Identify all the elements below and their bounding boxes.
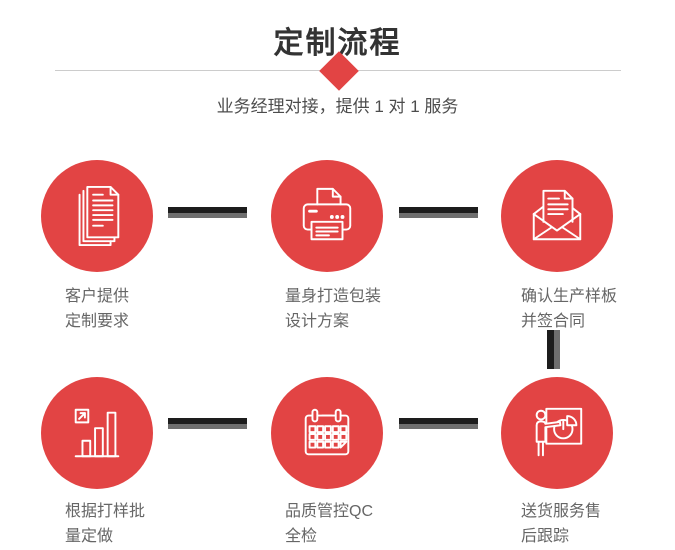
stacked-documents-icon <box>78 185 120 247</box>
step-circle-customer-requirements <box>41 160 153 272</box>
step-label-line: 并签合同 <box>521 313 586 330</box>
connector-bar <box>168 418 247 429</box>
step-circle-delivery-aftersale <box>501 377 613 489</box>
step-label-line: 确认生产样板 <box>521 288 618 305</box>
connector-bar <box>399 418 478 429</box>
step-label-delivery-aftersale: 送货服务售 后跟踪 <box>521 499 601 549</box>
step-label-line: 送货服务售 <box>521 503 602 520</box>
step-circle-batch-production <box>41 377 153 489</box>
calendar-icon <box>304 408 350 456</box>
presentation-icon <box>535 407 583 457</box>
step-label-customer-requirements: 客户提供 定制要求 <box>65 284 129 334</box>
step-label-line: 全检 <box>285 528 318 545</box>
section-subtitle: 业务经理对接，提供 1 对 1 服务 <box>216 97 459 116</box>
connector-bar-vertical <box>547 330 560 369</box>
step-label-quality-control: 品质管控QC 全检 <box>285 499 373 549</box>
step-label-batch-production: 根据打样批 量定做 <box>65 499 145 549</box>
printer-icon <box>302 187 352 241</box>
step-label-line: 品质管控QC <box>285 503 374 520</box>
step-circle-packaging-design <box>271 160 383 272</box>
step-label-sample-contract: 确认生产样板 并签合同 <box>521 284 617 334</box>
step-label-line: 定制要求 <box>65 313 130 330</box>
connector-bar <box>168 207 247 218</box>
step-label-line: 客户提供 <box>65 288 130 305</box>
connector-bar <box>399 207 478 218</box>
step-label-line: 量身打造包装 <box>285 288 382 305</box>
open-envelope-icon <box>532 189 582 241</box>
step-label-line: 量定做 <box>65 528 114 545</box>
step-circle-sample-contract <box>501 160 613 272</box>
bar-chart-icon <box>74 408 120 458</box>
step-circle-quality-control <box>271 377 383 489</box>
step-label-line: 根据打样批 <box>65 503 146 520</box>
step-label-line: 设计方案 <box>285 313 350 330</box>
step-label-line: 后跟踪 <box>521 528 570 545</box>
step-label-packaging-design: 量身打造包装 设计方案 <box>285 284 381 334</box>
